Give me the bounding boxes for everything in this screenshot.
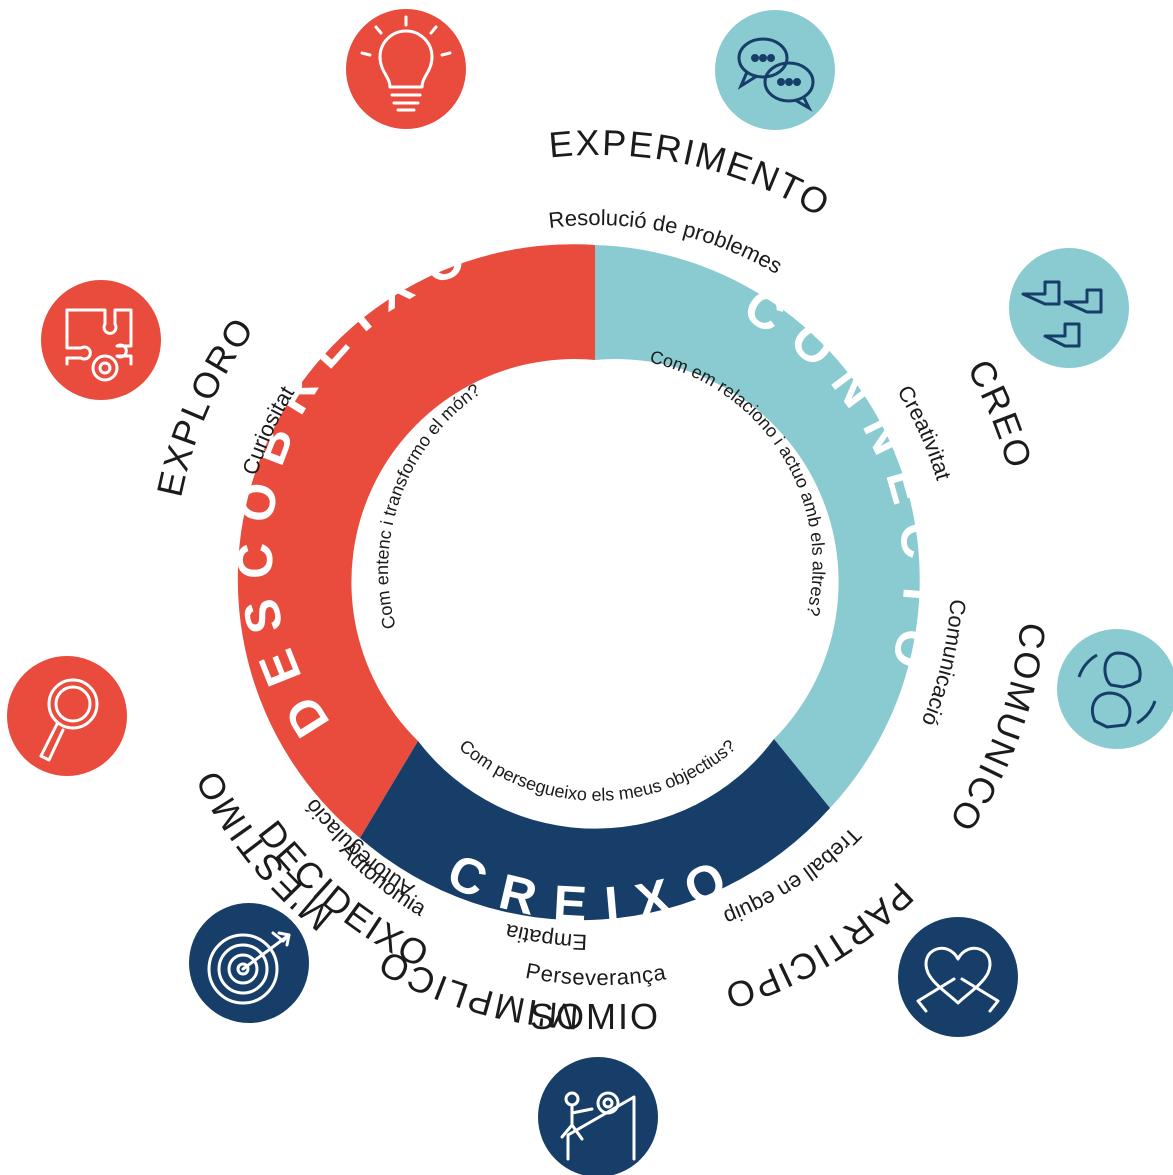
magnifier-icon xyxy=(39,678,99,762)
climbing-goal-icon xyxy=(560,1091,636,1161)
segment-connecto xyxy=(595,245,920,808)
segment-descobreixo xyxy=(237,244,595,838)
target-arrow-icon xyxy=(207,931,291,1005)
icon-badge-experimento xyxy=(41,280,161,400)
chat-bubbles-icon xyxy=(737,37,815,112)
verb-creo: CREO xyxy=(960,353,1041,474)
lightbulb-icon xyxy=(360,15,452,112)
heads-exchange-icon xyxy=(1077,651,1157,729)
icon-badge-mimplico xyxy=(1057,629,1173,749)
puzzle-gear-icon xyxy=(65,308,133,382)
verb-somio: SOMIO xyxy=(530,996,660,1037)
skill-perseveranca: Perseverança xyxy=(524,958,668,990)
ring xyxy=(237,244,920,921)
icon-badge-creo xyxy=(346,9,466,129)
question-bottom: Com persegueixo els meus objectius? xyxy=(456,736,740,805)
icon-badge-mestimo xyxy=(898,917,1018,1037)
icon-badge-comunico xyxy=(715,10,835,130)
icon-badge-somio xyxy=(538,1057,658,1175)
icon-badge-decideixo xyxy=(189,903,309,1023)
icon-badge-participo xyxy=(1009,248,1129,368)
icon-badge-exploro xyxy=(7,656,127,776)
raised-hands-icon xyxy=(1021,280,1103,348)
self-hug-icon xyxy=(916,946,1000,1013)
segment-creixo xyxy=(360,739,830,921)
